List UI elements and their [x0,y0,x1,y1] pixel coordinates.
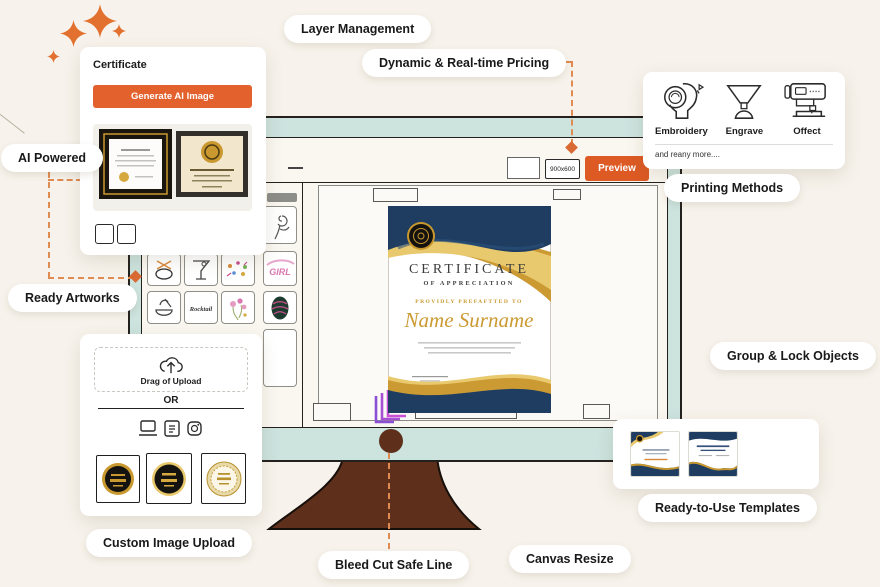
ai-generator-card: Certificate Generate AI Image [80,47,266,255]
pill-printing-methods: Printing Methods [664,174,801,202]
offset-press-icon [784,83,826,118]
printing-method-engrave: Engrave [723,80,765,137]
laptop-icon[interactable] [138,420,158,437]
gold-badge-light-icon [206,461,241,496]
connector-line [388,453,390,549]
certificate-subtitle: OF APPRECIATION [424,280,515,287]
template-thumb[interactable] [630,431,680,477]
gold-badge-icon [102,463,134,495]
printing-method-offset: Offect [781,80,833,137]
menu-dash-icon[interactable] [288,167,303,169]
canvas-size-input[interactable]: 900x600 [545,159,580,179]
girl-artwork-text: GIRL [269,267,291,277]
artwork-tile-cocktail[interactable] [184,253,218,286]
connector-line [48,179,82,181]
certificate-name: Name Surname [404,308,534,332]
upload-card: Drag of Upload OR [80,334,262,516]
sparkle-icon [112,24,126,38]
placeholder-field[interactable] [373,188,418,202]
framed-certificate-thumb[interactable] [176,131,248,197]
printing-method-embroidery: Embroidery [655,80,708,137]
rocktail-artwork-text: Rocktail [189,306,213,313]
camera-icon[interactable] [187,421,202,436]
artwork-tile-whisk[interactable] [147,253,181,286]
embroidery-icon [664,83,705,119]
placeholder-field[interactable] [313,403,351,421]
framed-certificate-thumb[interactable] [99,129,172,199]
pill-group-lock-objects: Group & Lock Objects [710,342,876,370]
artwork-tile-rose[interactable] [263,206,297,244]
monitor-logo-dot [379,429,403,453]
certificate-presented-line: PROVIDLY PREFAFTTED TO [415,299,522,305]
or-separator-label: OR [163,395,179,406]
printing-methods-card: Embroidery Engrave [643,72,845,169]
artwork-tile-empty[interactable] [263,329,297,387]
monitor-stand [266,455,482,530]
more-methods-text: and reany more.... [655,150,720,159]
separator-line [98,408,244,409]
editor-canvas: CERTIFICATE OF APPRECIATION PROVIDLY PRE… [302,182,667,427]
dropzone-label: Drag of Upload [140,375,202,386]
certificate-previews-panel [93,124,252,211]
badge-artwork-tile[interactable] [96,455,140,503]
editor-toolbar: 900x600 Preview [142,138,667,183]
pill-custom-image-upload: Custom Image Upload [86,529,252,557]
generate-ai-image-button[interactable]: Generate AI Image [93,85,252,108]
pill-ai-powered: AI Powered [1,144,104,172]
artwork-sidebar: GIRL [142,182,303,427]
pill-canvas-resize: Canvas Resize [509,545,631,573]
upload-dropzone[interactable]: Drag of Upload [94,347,248,392]
cloud-upload-icon [159,356,183,373]
document-icon[interactable] [164,420,180,437]
option-checkbox[interactable] [95,224,114,244]
toolbar-placeholder-button[interactable] [507,157,540,179]
connector-line [48,172,50,278]
connector-line [48,277,134,279]
canvas-certificate[interactable]: CERTIFICATE OF APPRECIATION PROVIDLY PRE… [388,206,551,413]
sparkle-icon [60,20,87,47]
engrave-icon [726,84,763,119]
template-thumb[interactable] [688,431,738,477]
pill-ready-artworks: Ready Artworks [8,284,137,312]
printing-method-label: Engrave [725,126,764,137]
certificate-title: CERTIFICATE [409,262,529,277]
artwork-tile-mortar[interactable] [147,291,181,324]
placeholder-field[interactable] [553,189,581,200]
templates-card [613,419,819,489]
artwork-tile-egg[interactable] [263,291,297,324]
placeholder-field[interactable] [583,404,610,419]
artwork-tile-rocktail-text[interactable]: Rocktail [184,291,218,324]
pill-ready-to-use-templates: Ready-to-Use Templates [638,494,817,522]
preview-button[interactable]: Preview [585,156,649,181]
printing-method-label: Offect [793,126,821,137]
gold-badge-icon [152,461,186,496]
scrollbar-thumb[interactable] [267,193,297,202]
sparkle-icon [47,50,60,63]
pill-bleed-cut-safe-line: Bleed Cut Safe Line [318,551,470,579]
badge-artwork-tile[interactable] [201,453,246,504]
badge-artwork-tile[interactable] [146,453,192,504]
sparkle-icon [83,4,117,38]
artwork-tile-girl[interactable]: GIRL [263,251,297,286]
pill-layer-management: Layer Management [284,15,432,43]
option-checkbox[interactable] [117,224,136,244]
artwork-tile-confetti[interactable] [221,253,255,286]
pill-dynamic-pricing: Dynamic & Real-time Pricing [362,49,567,77]
printing-method-label: Embroidery [655,126,708,137]
decorative-line [0,112,25,134]
connector-line [571,61,573,145]
artwork-tile-flowers[interactable] [221,291,255,324]
ai-card-title: Certificate [93,59,147,71]
